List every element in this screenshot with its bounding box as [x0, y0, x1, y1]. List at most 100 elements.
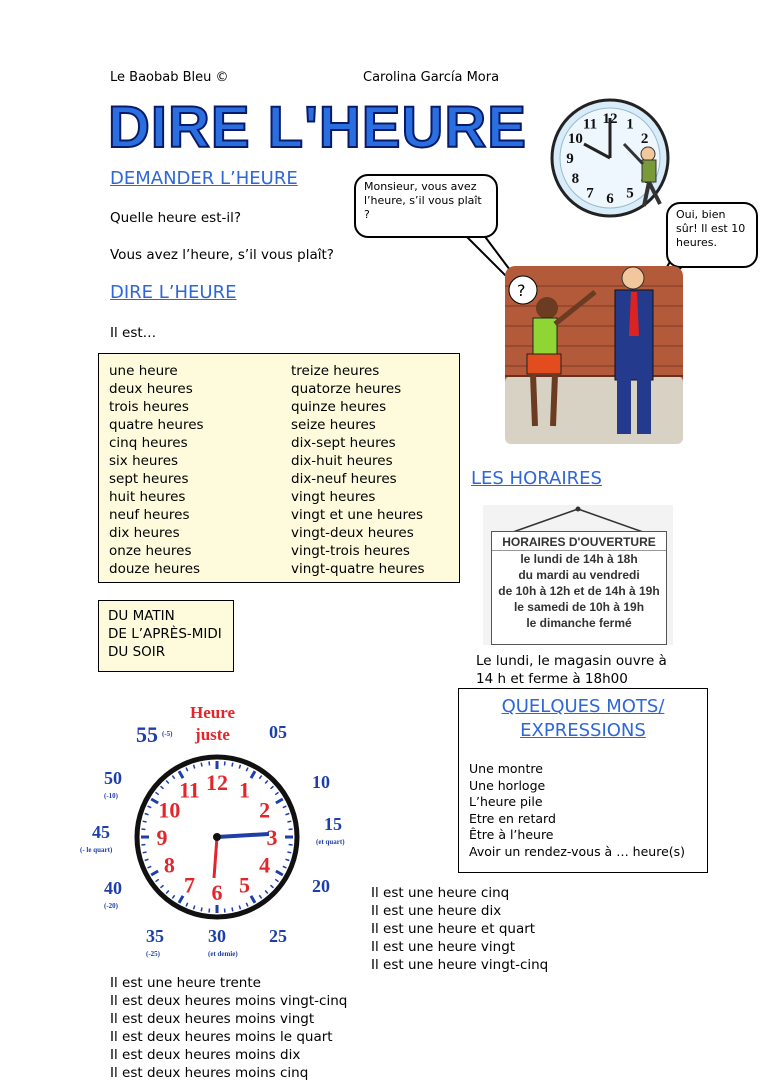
- sign-line: le dimanche fermé: [526, 616, 632, 630]
- clock-hour-number: 12: [206, 770, 228, 795]
- sign-hanger: [512, 506, 644, 533]
- sign-line: du mardi au vendredi: [518, 568, 640, 582]
- clock-tick: [245, 767, 249, 772]
- clock-hour-number: 2: [259, 798, 270, 823]
- phrase-item: Il est deux heures moins cinq: [110, 1065, 309, 1081]
- hour-item: vingt-deux heures: [291, 525, 414, 541]
- sign-line: HORAIRES D'OUVERTURE: [492, 534, 666, 551]
- hour-item: vingt et une heures: [291, 507, 424, 523]
- minute-note: (-10): [104, 792, 118, 800]
- clock-hour-number: 8: [164, 853, 175, 878]
- phrase-item: Il est une heure vingt: [371, 939, 516, 955]
- hour-item: quinze heures: [291, 399, 387, 415]
- publisher: Le Baobab Bleu ©: [110, 70, 229, 85]
- phrase-item: Il est une heure trente: [110, 975, 261, 991]
- clock-tick: [147, 805, 152, 809]
- minute-label: 30: [208, 926, 226, 946]
- clock-tick: [238, 764, 242, 769]
- hour-item: cinq heures: [109, 435, 188, 451]
- clock-tick: [258, 894, 263, 899]
- sign-line: le lundi de 14h à 18h: [520, 552, 638, 566]
- clock-tick: [249, 770, 257, 779]
- minute-note: (et quart): [316, 838, 345, 846]
- clock-tick: [258, 775, 263, 780]
- hour-item: dix-huit heures: [291, 453, 393, 469]
- clock-tick: [282, 805, 287, 809]
- clock-hour-number: 6: [212, 880, 223, 905]
- minute-note: (- le quart): [80, 846, 113, 854]
- expression-item: Avoir un rendez-vous à … heure(s): [469, 843, 686, 859]
- clock-tick: [245, 902, 249, 907]
- expression-item: Être à l’heure: [469, 827, 554, 842]
- minute-note: (-25): [146, 950, 160, 958]
- hour-item: trois heures: [109, 399, 189, 415]
- clock-tick: [177, 895, 185, 904]
- speech-bubble-boy-text: Monsieur, vous avez l’heure, s’il vous p…: [364, 180, 482, 221]
- phrase-item: Il est une heure vingt-cinq: [371, 957, 549, 973]
- page-title: DIRE L'HEURE: [107, 95, 527, 161]
- clock-tick: [285, 858, 290, 862]
- tell-intro: Il est…: [110, 325, 157, 341]
- expression-item: L’heure pile: [469, 794, 543, 809]
- expression-item: Etre en retard: [469, 810, 556, 826]
- hour-item: douze heures: [109, 561, 201, 577]
- phrase-item: Il est une heure et quart: [371, 921, 536, 937]
- clock-tick: [231, 762, 234, 767]
- clock-tick: [165, 780, 170, 784]
- clock-tick: [287, 851, 292, 854]
- clock-tick: [249, 895, 257, 904]
- phrases-to: Il est une heure trente Il est deux heure…: [110, 974, 347, 1082]
- author: Carolina García Mora: [363, 70, 500, 85]
- minute-label: 10: [312, 772, 330, 792]
- clock-tick: [264, 890, 269, 894]
- minute-label: 25: [269, 926, 287, 946]
- minute-note: (et demie): [208, 950, 238, 958]
- speech-bubble-boy: Monsieur, vous avez l’heure, s’il vous p…: [354, 174, 498, 238]
- hour-item: six heures: [109, 453, 179, 469]
- exact-hour-label: Heure juste: [190, 702, 235, 746]
- minute-label: 55: [136, 722, 158, 747]
- clock-tick: [150, 797, 159, 805]
- minute-note: (-5): [162, 730, 173, 738]
- thought-question-mark: ?: [517, 281, 526, 300]
- minute-hand: [216, 832, 270, 839]
- hour-item: vingt-trois heures: [291, 543, 410, 559]
- minute-label: 05: [269, 722, 287, 742]
- clock-tick: [287, 820, 292, 823]
- clock-tick: [274, 878, 279, 883]
- clock-hour-number: 7: [184, 873, 195, 898]
- clock-tick: [147, 865, 152, 869]
- hour-item: seize heures: [291, 417, 376, 433]
- wall-clock-hour: 7: [586, 186, 594, 202]
- clock-tick: [275, 869, 284, 877]
- clock-tick: [144, 858, 149, 862]
- clock-tick: [200, 907, 203, 912]
- clock-tick: [192, 764, 196, 769]
- hour-item: vingt-quatre heures: [291, 561, 425, 577]
- clock-hour-number: 9: [157, 825, 168, 850]
- clock-tick: [200, 762, 203, 767]
- clock-tick: [155, 878, 160, 883]
- hour-item: dix-neuf heures: [291, 471, 397, 487]
- daypart-item: DE L’APRÈS-MIDI: [108, 626, 222, 642]
- clock-tick: [177, 770, 185, 779]
- hour-item: une heure: [109, 363, 178, 379]
- clock-tick: [165, 890, 170, 894]
- clock-hour-number: 10: [158, 798, 180, 823]
- clock-tick: [144, 812, 149, 816]
- expression-item: Une montre: [469, 761, 543, 776]
- clock-tick: [275, 797, 284, 805]
- section-heading-schedule: LES HORAIRES: [471, 468, 602, 489]
- question-2: Vous avez l’heure, s’il vous plaît?: [110, 247, 334, 263]
- clock-hour-number: 4: [259, 853, 270, 878]
- clock-tick: [270, 785, 274, 790]
- sign-line: de 10h à 12h et de 14h à 19h: [498, 584, 660, 598]
- daypart-item: DU SOIR: [108, 644, 166, 660]
- clock-tick: [171, 775, 176, 780]
- daypart-item: DU MATIN: [108, 608, 175, 624]
